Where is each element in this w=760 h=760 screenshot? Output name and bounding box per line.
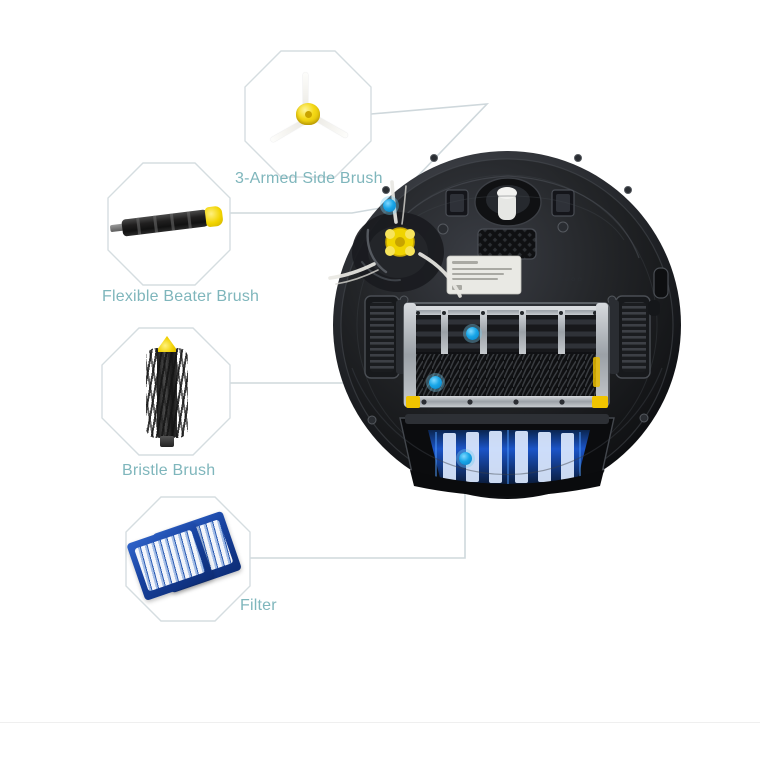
connector-beater-brush [230,205,393,214]
bristle-brush-icon [140,336,194,448]
side-brush-icon [256,62,360,166]
connector-filter [250,463,466,559]
marker-dot-bristle-brush[interactable] [429,376,442,389]
marker-dot-filter[interactable] [459,452,472,465]
marker-dot-vacuum-roller[interactable] [466,327,479,340]
marker-dot-side-brush[interactable] [383,199,396,212]
bottom-divider [0,722,760,723]
connector-side-brush [370,103,490,204]
beater-brush-icon [108,198,230,250]
label-filter: Filter [240,597,277,614]
svg-text:◦◦◦◦: ◦◦◦◦ [558,271,583,288]
label-beater-brush: Flexible Beater Brush [102,288,260,305]
label-bristle-brush: Bristle Brush [122,462,216,479]
robot-vacuum-graphic: ◦◦◦◦ [328,151,681,499]
filter-icon [126,510,246,605]
label-side-brush: 3-Armed Side Brush [235,170,383,187]
